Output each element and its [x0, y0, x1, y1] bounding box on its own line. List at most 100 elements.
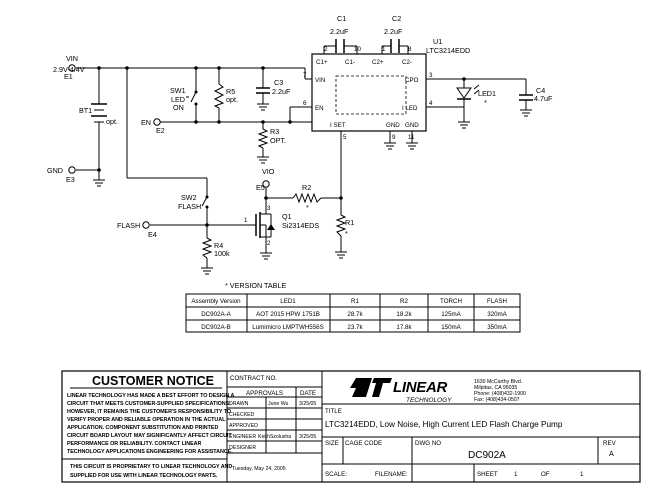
pin-number: 2 [267, 240, 271, 247]
sheet-label: SHEET [477, 471, 498, 478]
switch-sw2-symbol [201, 195, 209, 209]
drawing-title: LTC3214EDD, Low Noise, High Current LED … [325, 420, 563, 429]
switch-sw1-symbol [186, 90, 198, 106]
pin-c1-minus: C1- [345, 59, 355, 66]
sheet-number: 1 [514, 471, 518, 478]
capacitor-c4-symbol [519, 94, 533, 101]
dwg-no-label: DWG NO [415, 440, 441, 447]
r1-label: R1 [345, 218, 354, 227]
capacitor-c1-symbol [335, 39, 345, 53]
pin-c2-plus: C2+ [372, 59, 384, 66]
version-table-cell: 350mA [487, 324, 507, 331]
junction-dots [97, 66, 466, 227]
version-table-cell: 28.7k [347, 311, 363, 318]
notice-line: VERIFY PROPER AND RELIABLE OPERATION IN … [67, 417, 226, 423]
c2-label: C2 [392, 14, 401, 23]
c1-value: 2.2uF [330, 27, 349, 36]
sw1-sub1: LED [171, 95, 185, 104]
size-label: SIZE [325, 440, 339, 447]
date-label: DATE [300, 390, 316, 397]
pin-number: 3 [267, 205, 271, 212]
drawn-label: DRAWN [229, 401, 249, 407]
r4-value: 100k [214, 249, 230, 258]
notice-line: APPLICATION. COMPONENT SUBSTITUTION AND … [67, 425, 218, 431]
version-table-cell: 150mA [441, 324, 461, 331]
ground-symbols [93, 103, 532, 275]
checked-label: CHECKED [229, 412, 255, 418]
title-label: TITLE [325, 408, 342, 415]
engineer-name: KeithSzolusha [258, 434, 291, 440]
resistor-r4-symbol [201, 237, 213, 259]
e1-label: E1 [64, 72, 73, 81]
pin-number: 11 [408, 134, 415, 141]
filename-label: FILENAME: [375, 471, 408, 478]
led1-symbol [456, 84, 480, 104]
ic-u1-body [311, 53, 427, 132]
version-table-header: R1 [351, 298, 359, 305]
en-label: EN [141, 118, 151, 127]
approved-label: APPROVED [229, 423, 258, 429]
resistor-r5-symbol [213, 83, 225, 109]
r1-star: * [345, 229, 348, 238]
version-table-cell: DC902A-A [201, 311, 231, 318]
address-line-3: Phone: (408)432-1900 [474, 391, 526, 397]
sheet-total: 1 [580, 471, 584, 478]
title-block-frame [61, 370, 641, 483]
pin-vin: VIN [315, 77, 325, 84]
pin-number: 7 [303, 72, 307, 79]
pin-number: 3 [429, 72, 433, 79]
version-table-cell: AOT 2015 HPW 1751B [256, 311, 320, 318]
svg-text:LINEAR: LINEAR [393, 379, 448, 396]
version-table-header: Assembly Version [191, 298, 241, 305]
e3-label: E3 [66, 175, 75, 184]
test-points [68, 64, 270, 229]
pin-number: 1 [244, 217, 248, 224]
approvals-label: APPROVALS [246, 390, 283, 397]
q1-label: Q1 [282, 212, 292, 221]
pin-c1-plus: C1+ [316, 59, 328, 66]
notice-line: TECHNOLOGY APPLICATIONS ENGINEERING FOR … [67, 449, 233, 455]
vio-label: VIO [262, 167, 275, 176]
r5-value: opt. [226, 95, 238, 104]
pin-number: 8 [408, 46, 412, 53]
pin-number: 5 [343, 134, 347, 141]
c2-value: 2.2uF [384, 27, 403, 36]
version-table-cell: 23.7k [347, 324, 363, 331]
c4-label: C4 [536, 86, 545, 95]
customer-notice-title: CUSTOMER NOTICE [92, 374, 214, 388]
version-table-cell: 17.8k [396, 324, 412, 331]
linear-technology-logo: LINEAR TECHNOLOGY [350, 378, 452, 404]
version-table-header: LED1 [280, 298, 296, 305]
r4-label: R4 [214, 241, 223, 250]
vin-range-label: 2.9V-4.4V [53, 65, 85, 74]
svg-text:TECHNOLOGY: TECHNOLOGY [406, 397, 452, 404]
version-table-cell: DC902A-B [201, 324, 231, 331]
version-table-header: R2 [400, 298, 408, 305]
e4-label: E4 [148, 230, 157, 239]
gnd-label: GND [47, 166, 63, 175]
print-date: Tuesday, May 24, 2005 [232, 466, 286, 472]
notice-footer-2: SUPPLIED FOR USE WITH LINEAR TECHNOLOGY … [70, 473, 218, 479]
pin-number: 9 [392, 134, 396, 141]
pin-number: 4 [429, 100, 433, 107]
notice-line: HOWEVER, IT REMAINS THE CUSTOMER'S RESPO… [67, 409, 231, 415]
u1-label: U1 [433, 37, 442, 46]
address-line-1: 1630 McCarthy Blvd. [474, 379, 522, 385]
notice-line: PERFORMANCE OR RELIABILITY. CONTACT LINE… [67, 441, 202, 447]
sw2-label: SW2 [181, 193, 197, 202]
notice-line: CIRCUIT THAT MEETS CUSTOMER-SUPPLIED SPE… [67, 401, 231, 407]
version-table-cell: 125mA [441, 311, 461, 318]
notice-line: CIRCUIT BOARD LAYOUT MAY SIGNIFICANTLY A… [67, 433, 232, 439]
pin-number: 1 [382, 46, 386, 53]
pin-number: 6 [303, 100, 307, 107]
c3-label: C3 [274, 78, 283, 87]
notice-footer-1: THIS CIRCUIT IS PROPRIETARY TO LINEAR TE… [70, 464, 232, 470]
of-label: OF [541, 471, 550, 478]
revision: A [609, 449, 614, 458]
sw1-sub2: ON [173, 103, 184, 112]
r2-label: R2 [302, 183, 311, 192]
pin-en: EN [315, 105, 324, 112]
pin-gnd: GND [386, 122, 400, 129]
pin-c2-minus: C2- [402, 59, 412, 66]
